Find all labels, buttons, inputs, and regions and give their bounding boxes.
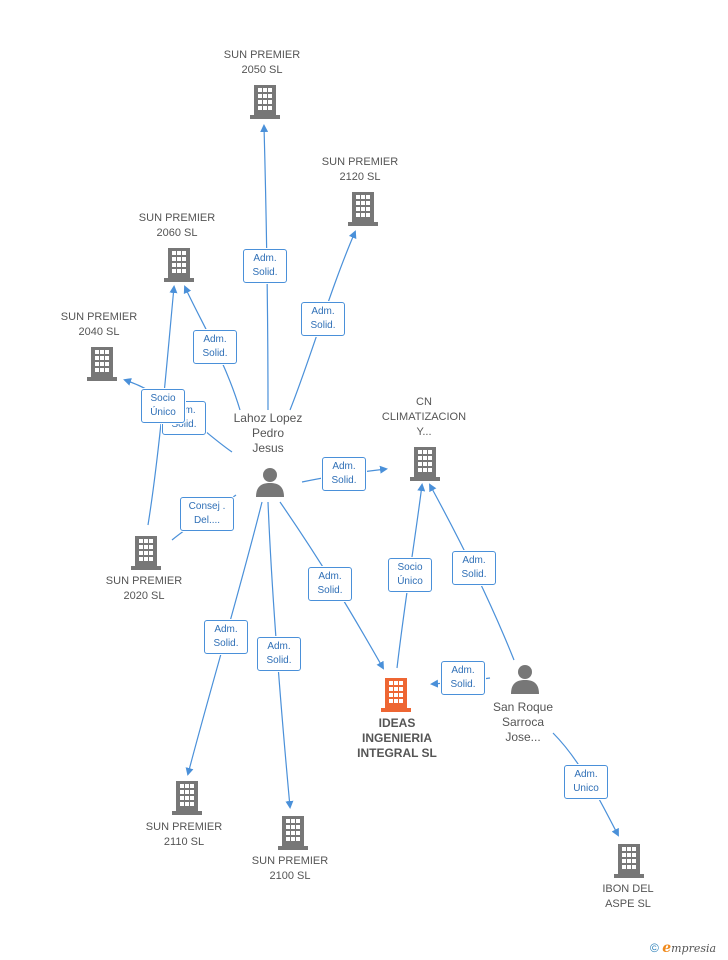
building-icon[interactable] <box>87 347 117 381</box>
edge-label-consej[interactable]: Consej . Del.... <box>180 497 234 531</box>
node-sun-premier-2050[interactable]: SUN PREMIER 2050 SL <box>223 49 301 76</box>
node-san-roque[interactable]: San Roque Sarroca Jose... <box>492 700 554 744</box>
person-icon[interactable] <box>256 468 284 497</box>
node-sun-premier-2060[interactable]: SUN PREMIER 2060 SL <box>138 212 216 239</box>
node-sun-premier-2110[interactable]: SUN PREMIER 2110 SL <box>145 821 223 848</box>
edge-label-2110[interactable]: Adm. Solid. <box>204 620 248 654</box>
node-ideas-ingenieria[interactable]: IDEAS INGENIERIA INTEGRAL SL <box>357 716 437 760</box>
copyright-icon: © <box>650 941 659 955</box>
node-lahoz-lopez[interactable]: Lahoz Lopez Pedro Jesus <box>233 411 303 455</box>
edge-label-ideas[interactable]: Adm. Solid. <box>308 567 352 601</box>
node-cn-climatizacion[interactable]: CN CLIMATIZACION Y... <box>381 396 467 438</box>
edge-label-2120[interactable]: Adm. Solid. <box>301 302 345 336</box>
edge-label-2060[interactable]: Adm. Solid. <box>193 330 237 364</box>
node-sun-premier-2040[interactable]: SUN PREMIER 2040 SL <box>60 311 138 338</box>
edge-label-socio-unico-2060[interactable]: Socio Único <box>141 389 185 423</box>
footer-brand: © empresia <box>650 940 716 956</box>
edge-label-sanroque-ideas[interactable]: Adm. Solid. <box>441 661 485 695</box>
building-icon[interactable] <box>614 844 644 878</box>
building-icon[interactable] <box>348 192 378 226</box>
node-sun-premier-2120[interactable]: SUN PREMIER 2120 SL <box>321 156 399 183</box>
edge-label-cn[interactable]: Adm. Solid. <box>322 457 366 491</box>
edge-label-sanroque-cn[interactable]: Adm. Solid. <box>452 551 496 585</box>
building-icon[interactable] <box>172 781 202 815</box>
focus-building-icon[interactable] <box>381 678 411 712</box>
node-sun-premier-2020[interactable]: SUN PREMIER 2020 SL <box>105 575 183 602</box>
building-icon[interactable] <box>278 816 308 850</box>
brand-logo-initial: e <box>662 940 672 956</box>
building-icon[interactable] <box>164 248 194 282</box>
building-icon[interactable] <box>131 536 161 570</box>
node-ibon-del-aspe[interactable]: IBON DEL ASPE SL <box>602 883 654 910</box>
edge-label-2050[interactable]: Adm. Solid. <box>243 249 287 283</box>
person-icon[interactable] <box>511 665 539 694</box>
edge-label-2100[interactable]: Adm. Solid. <box>257 637 301 671</box>
edge-label-ibon[interactable]: Adm. Unico <box>564 765 608 799</box>
building-icon[interactable] <box>250 85 280 119</box>
node-sun-premier-2100[interactable]: SUN PREMIER 2100 SL <box>251 855 329 882</box>
edge-label-socio-unico-cn[interactable]: Socio Único <box>388 558 432 592</box>
building-icon[interactable] <box>410 447 440 481</box>
brand-logo-text: mpresia <box>671 942 717 955</box>
